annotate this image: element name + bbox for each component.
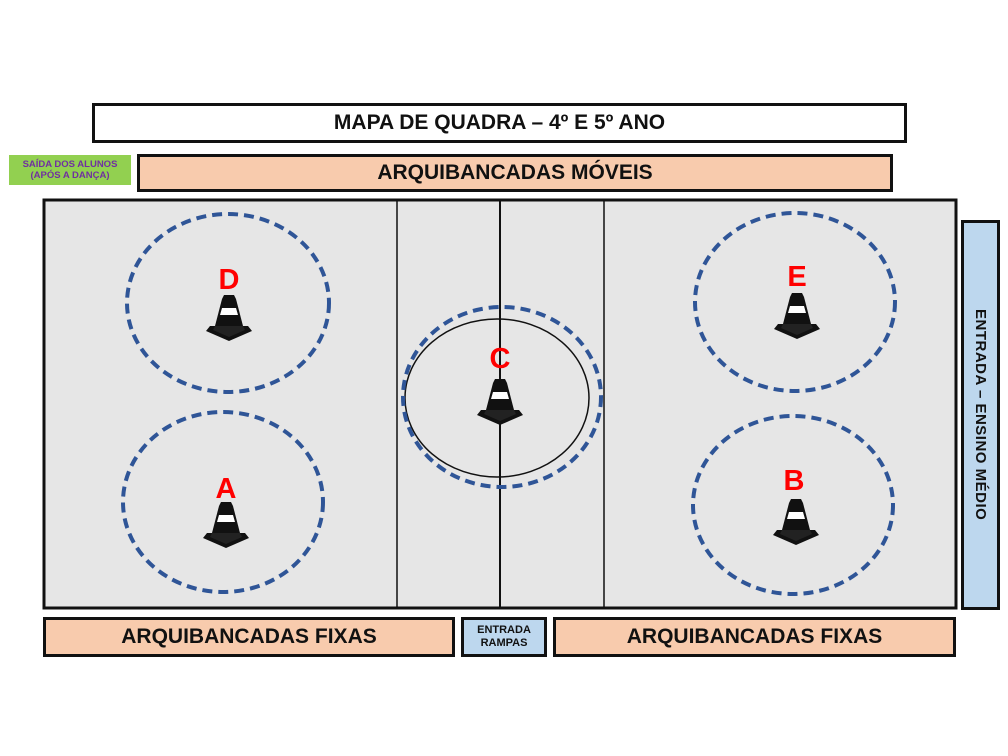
map-title-text: MAPA DE QUADRA – 4º E 5º ANO xyxy=(333,111,666,134)
station-b: B xyxy=(773,465,819,545)
station-e-area xyxy=(693,211,897,393)
fixed-stands-right-label: ARQUIBANCADAS FIXAS xyxy=(626,625,883,648)
movable-stands: ARQUIBANCADAS MÓVEIS xyxy=(137,154,893,192)
station-a: A xyxy=(203,473,249,548)
station-d-letter: D xyxy=(219,264,240,296)
ramp-entrance: ENTRADA RAMPAS xyxy=(461,617,547,657)
map-title: MAPA DE QUADRA – 4º E 5º ANO xyxy=(92,103,907,143)
student-exit-label: SAÍDA DOS ALUNOS (APÓS A DANÇA) xyxy=(9,155,131,185)
fixed-stands-left: ARQUIBANCADAS FIXAS xyxy=(43,617,455,657)
high-school-entrance: ENTRADA – ENSINO MÉDIO xyxy=(961,220,1000,610)
station-d: D xyxy=(206,264,252,341)
student-exit-line1: SAÍDA DOS ALUNOS xyxy=(22,159,118,170)
station-a-area xyxy=(121,410,325,594)
station-c-letter: C xyxy=(490,343,511,375)
station-c-area xyxy=(401,305,603,489)
station-b-letter: B xyxy=(784,465,805,497)
station-a-letter: A xyxy=(216,473,237,505)
fixed-stands-right: ARQUIBANCADAS FIXAS xyxy=(553,617,956,657)
movable-stands-label: ARQUIBANCADAS MÓVEIS xyxy=(377,161,653,184)
station-e-letter: E xyxy=(787,261,806,293)
station-c: C xyxy=(477,343,523,425)
station-e: E xyxy=(774,261,820,339)
student-exit-line2: (APÓS A DANÇA) xyxy=(30,170,110,181)
high-school-entrance-label: ENTRADA – ENSINO MÉDIO xyxy=(972,309,989,521)
station-d-area xyxy=(125,212,331,394)
station-b-area xyxy=(691,414,895,596)
ramp-entrance-line2: RAMPAS xyxy=(480,637,528,649)
ramp-entrance-line1: ENTRADA xyxy=(477,624,531,636)
fixed-stands-left-label: ARQUIBANCADAS FIXAS xyxy=(121,625,377,648)
